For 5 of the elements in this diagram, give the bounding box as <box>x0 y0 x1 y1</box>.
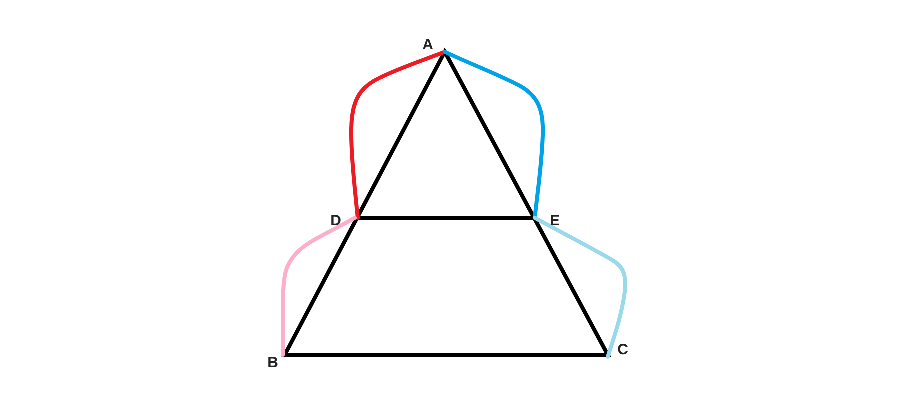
point-label: E <box>550 214 560 228</box>
point-label: C <box>618 342 628 358</box>
point-label: D <box>330 214 342 228</box>
point-label: A <box>422 38 434 52</box>
point-label: B <box>268 356 278 370</box>
